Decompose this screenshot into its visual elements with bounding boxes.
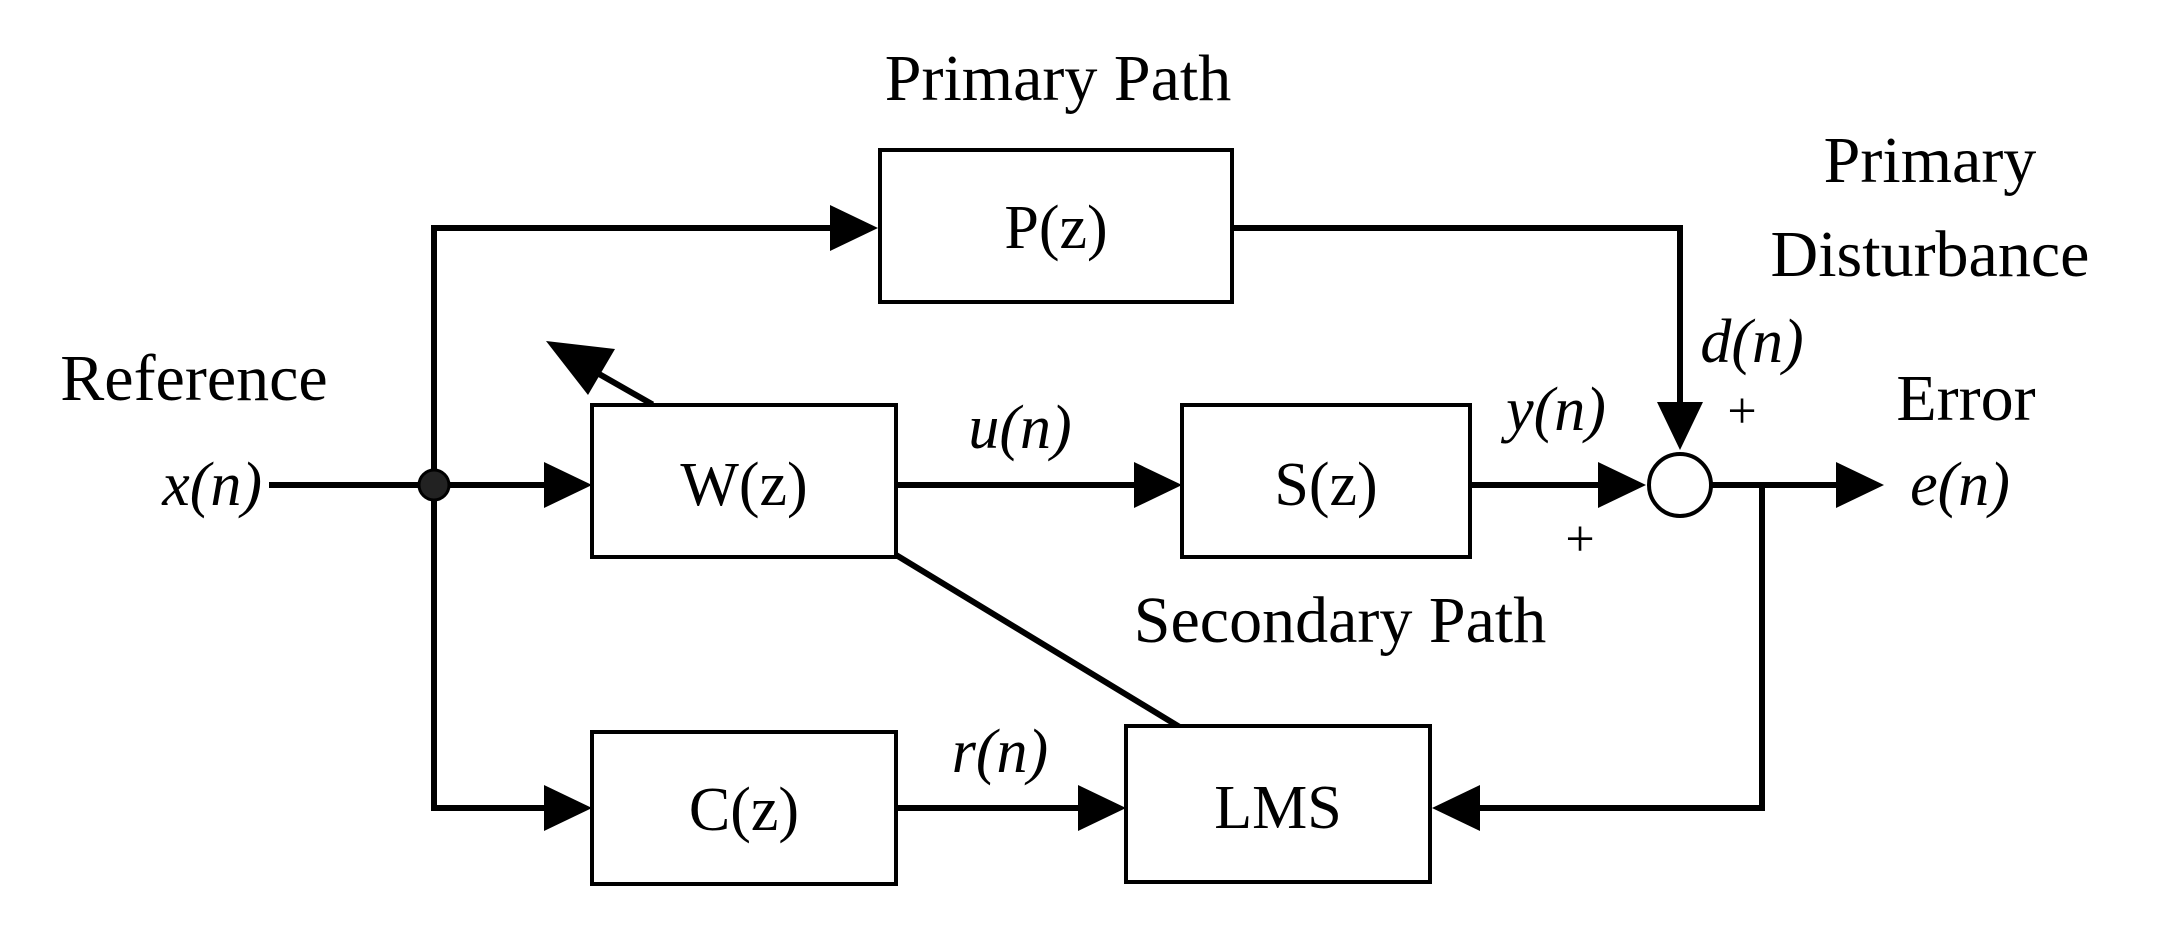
summing-junction [1647,452,1713,518]
arrowhead-to-summer-secondary [1598,462,1646,508]
signal-error-label: e(n) [1910,451,2010,519]
arrowhead-to-secondary-path [1134,462,1182,508]
secondary-path-block [1180,403,1472,559]
signal-filtered-reference-label: r(n) [952,718,1048,786]
primary-disturbance-title-line1: Primary [1824,124,2037,197]
error-title: Error [1896,362,2035,435]
adaptive-filter-block [590,403,898,559]
arrowhead-error-output [1836,462,1884,508]
primary-path-block [878,148,1234,304]
lms-block [1124,724,1432,884]
arrowhead-to-secondary-estimate [544,785,592,831]
reference-title: Reference [60,342,327,415]
arrowhead-to-lms-reference [1078,785,1126,831]
signal-disturbance-label: d(n) [1700,308,1803,376]
signal-secondary-output-label: y(n) [1500,376,1606,444]
secondary-path-block-label: S(z) [1274,451,1377,519]
arrowhead-adaptive-tuning [546,341,615,395]
secondary-path-title: Secondary Path [1134,584,1546,657]
adaptive-filter-block-label: W(z) [680,451,807,519]
primary-path-block-label: P(z) [1004,194,1107,262]
arrowhead-to-lms-error [1432,785,1480,831]
arrowhead-to-primary-path [830,205,878,251]
wire-lms-adaptation [891,550,1183,731]
branch-junction-dot [417,468,451,502]
lms-block-label: LMS [1214,774,1341,842]
primary-disturbance-title-line2: Disturbance [1771,218,2090,291]
arrowhead-to-summer-disturbance [1657,402,1703,450]
primary-path-title: Primary Path [885,42,1231,115]
signal-control-output-label: u(n) [968,394,1071,462]
secondary-sign: + [1565,511,1594,568]
signal-reference-label: x(n) [161,451,262,519]
arrowhead-to-adaptive-filter [544,462,592,508]
disturbance-sign: + [1727,383,1756,440]
secondary-estimate-block [590,730,898,886]
secondary-estimate-block-label: C(z) [689,776,799,844]
